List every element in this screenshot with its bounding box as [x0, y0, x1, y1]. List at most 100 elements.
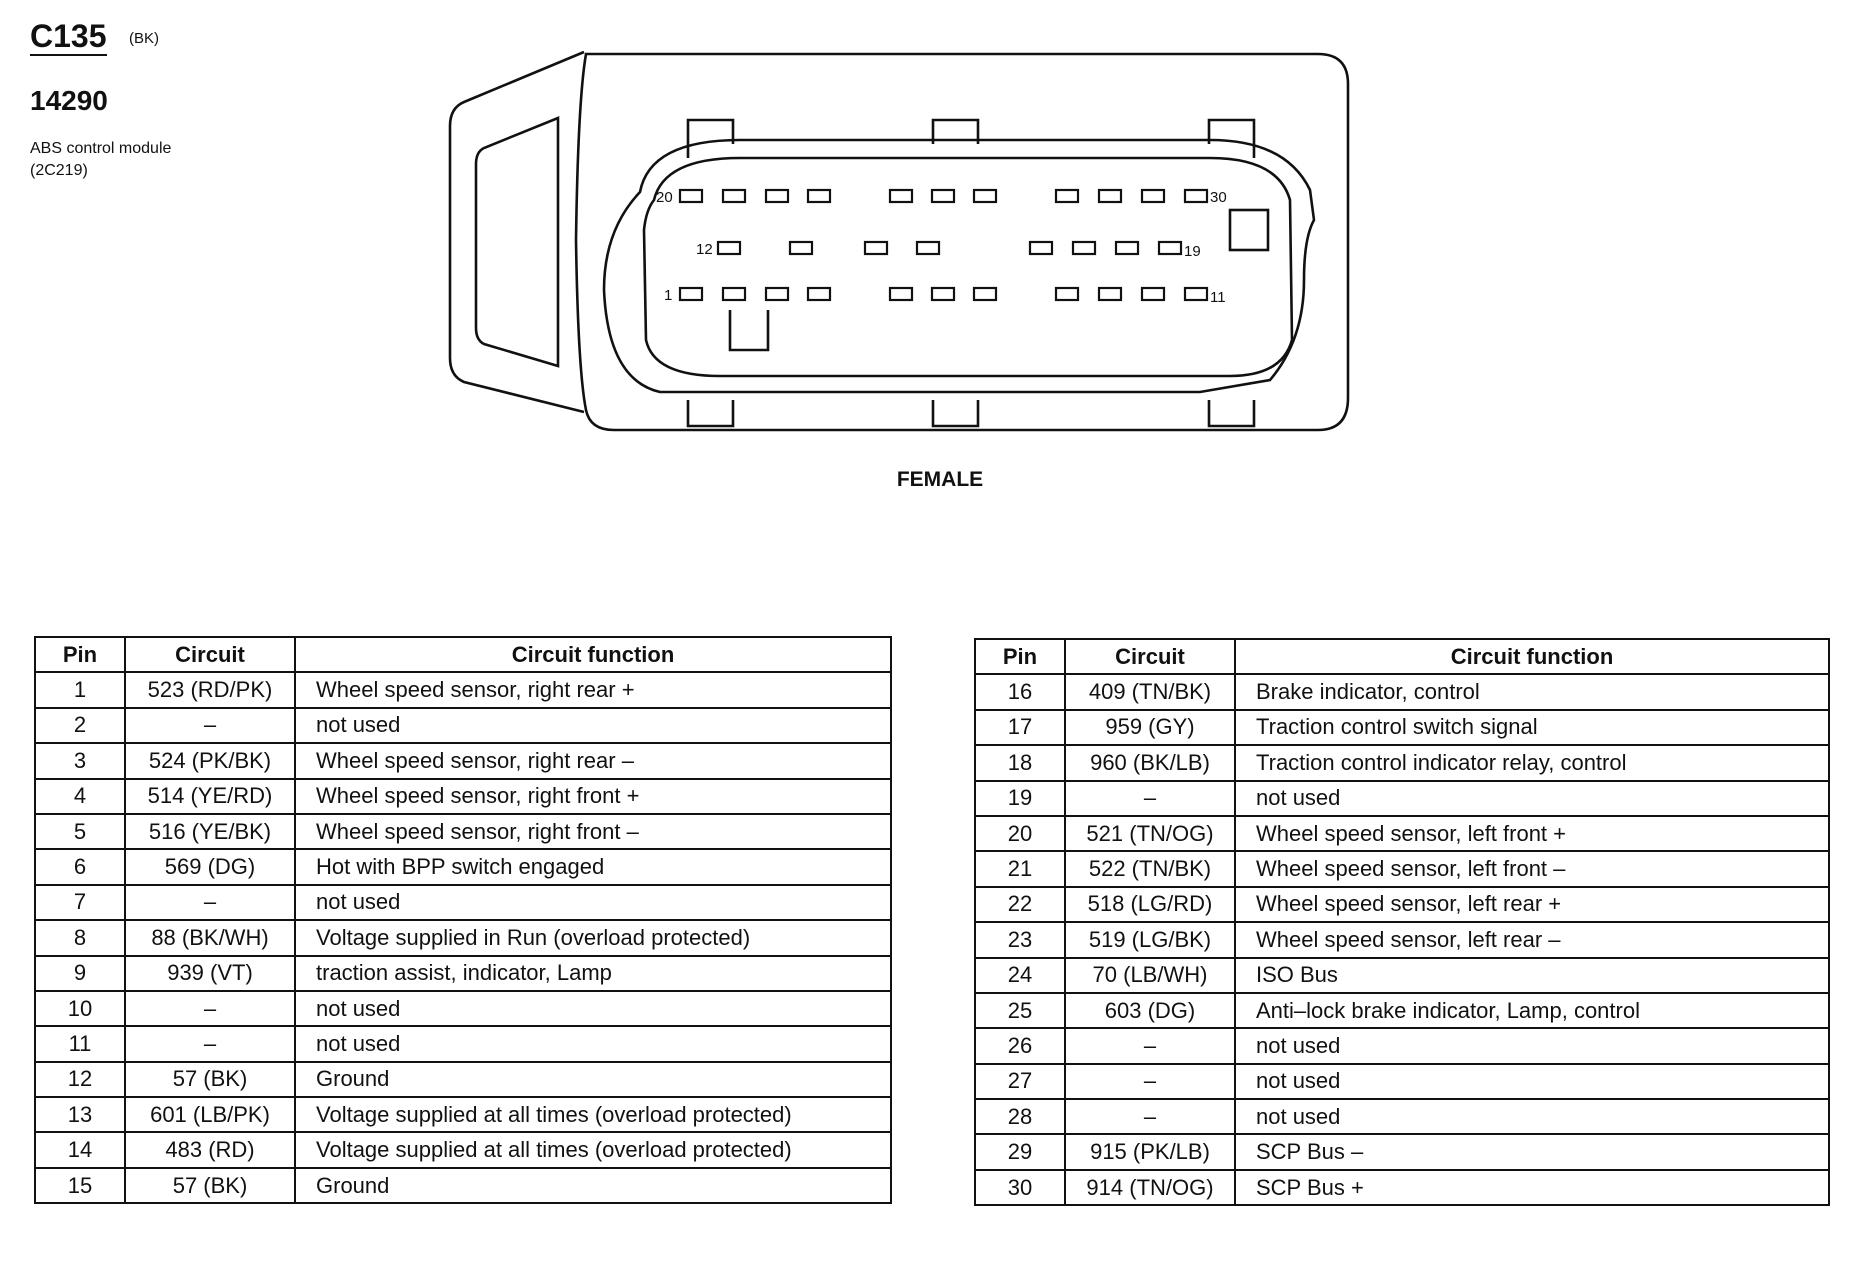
- circuit-function: Traction control indicator relay, contro…: [1234, 744, 1830, 782]
- pin-number: 23: [974, 921, 1066, 959]
- table-row: 26–not used: [974, 1027, 1830, 1065]
- circuit-code: –: [124, 1025, 296, 1063]
- pin-number: 28: [974, 1098, 1066, 1136]
- circuit-function: Wheel speed sensor, left rear +: [1234, 885, 1830, 924]
- pin-cavity-3: [764, 286, 790, 302]
- connector-face-diagram: 20 30 12 19 1 11: [448, 50, 1350, 432]
- pin-number: 2: [34, 706, 126, 745]
- pin-label-1: 1: [664, 287, 672, 304]
- pin-number: 8: [34, 919, 126, 957]
- circuit-code: –: [124, 989, 296, 1028]
- bottom-tab-right: [1207, 400, 1256, 428]
- pin-number: 20: [974, 814, 1066, 853]
- header-circuit-function: Circuit function: [294, 635, 892, 674]
- circuit-function: Wheel speed sensor, left front –: [1234, 850, 1830, 888]
- connector-housing: [574, 52, 1350, 432]
- circuit-code: 483 (RD): [124, 1131, 296, 1169]
- circuit-function: Anti–lock brake indicator, Lamp, control: [1234, 991, 1830, 1030]
- circuit-code: 519 (LG/BK): [1064, 921, 1236, 959]
- circuit-code: 603 (DG): [1064, 991, 1236, 1030]
- header-circuit-function: Circuit function: [1234, 637, 1830, 676]
- pin-label-12: 12: [696, 241, 713, 258]
- pin-cavity-7: [972, 286, 998, 302]
- pin-cavity-17: [1071, 240, 1097, 256]
- pin-cavity-20: [678, 188, 704, 204]
- pin-cavity-2: [721, 286, 747, 302]
- pin-number: 10: [34, 989, 126, 1028]
- pin-number: 13: [34, 1096, 126, 1134]
- pin-number: 26: [974, 1027, 1066, 1065]
- female-view-label: FEMALE: [896, 468, 984, 491]
- bottom-tab-middle: [931, 400, 980, 428]
- pin-label-11: 11: [1210, 289, 1226, 306]
- table-row: 28–not used: [974, 1098, 1830, 1136]
- circuit-function: ISO Bus: [1234, 956, 1830, 994]
- keying-box: [1228, 208, 1270, 252]
- circuit-function: SCP Bus +: [1234, 1168, 1830, 1207]
- inner-shell-outer: [602, 138, 1316, 394]
- pin-number: 17: [974, 708, 1066, 747]
- pin-number: 1: [34, 671, 126, 709]
- module-code: (2C219): [30, 162, 88, 179]
- pin-cavity-16: [1028, 240, 1054, 256]
- circuit-function: Wheel speed sensor, right rear –: [294, 742, 892, 780]
- circuit-code: 70 (LB/WH): [1064, 956, 1236, 994]
- pin-number: 3: [34, 742, 126, 780]
- table-row: 2–not used: [34, 706, 892, 745]
- circuit-code: 88 (BK/WH): [124, 919, 296, 957]
- pin-cavity-18: [1114, 240, 1140, 256]
- pin-cavity-15: [915, 240, 941, 256]
- pin-number: 27: [974, 1062, 1066, 1101]
- circuit-function: Wheel speed sensor, right rear +: [294, 671, 892, 709]
- pin-cavity-29: [1140, 188, 1166, 204]
- pin-cavity-19: [1157, 240, 1183, 256]
- pin-number: 21: [974, 850, 1066, 888]
- circuit-function: not used: [1234, 1098, 1830, 1136]
- circuit-code: 516 (YE/BK): [124, 812, 296, 851]
- pin-cavity-10: [1140, 286, 1166, 302]
- pin-cavity-21: [721, 188, 747, 204]
- circuit-code: –: [1064, 1027, 1236, 1065]
- pin-cavity-24: [888, 188, 914, 204]
- circuit-function: Wheel speed sensor, right front +: [294, 777, 892, 815]
- circuit-function: Wheel speed sensor, right front –: [294, 812, 892, 851]
- key-notch: [728, 310, 770, 352]
- pin-number: 16: [974, 673, 1066, 711]
- circuit-function: Wheel speed sensor, left front +: [1234, 814, 1830, 853]
- circuit-code: 914 (TN/OG): [1064, 1168, 1236, 1207]
- top-tab-left: [686, 118, 735, 158]
- connector-header: C135 (BK) 14290 ABS control module (2C21…: [30, 18, 171, 182]
- circuit-function: Brake indicator, control: [1234, 673, 1830, 711]
- circuit-code: 57 (BK): [124, 1060, 296, 1099]
- connector-latch-inner: [474, 116, 560, 368]
- circuit-code: 601 (LB/PK): [124, 1096, 296, 1134]
- circuit-code: –: [1064, 1062, 1236, 1101]
- table-row: 7–not used: [34, 883, 892, 922]
- circuit-code: 959 (GY): [1064, 708, 1236, 747]
- pin-number: 25: [974, 991, 1066, 1030]
- circuit-code: 915 (PK/LB): [1064, 1133, 1236, 1171]
- circuit-code: 960 (BK/LB): [1064, 744, 1236, 782]
- connector-color: (BK): [128, 30, 159, 47]
- pin-cavity-1: [678, 286, 704, 302]
- circuit-code: –: [124, 706, 296, 745]
- circuit-code: –: [124, 883, 296, 922]
- pin-number: 29: [974, 1133, 1066, 1171]
- pin-label-19: 19: [1184, 243, 1201, 260]
- pin-number: 12: [34, 1060, 126, 1099]
- circuit-code: 569 (DG): [124, 848, 296, 886]
- pin-cavity-30: [1183, 188, 1209, 204]
- pin-label-20: 20: [656, 189, 673, 206]
- pin-cavity-26: [972, 188, 998, 204]
